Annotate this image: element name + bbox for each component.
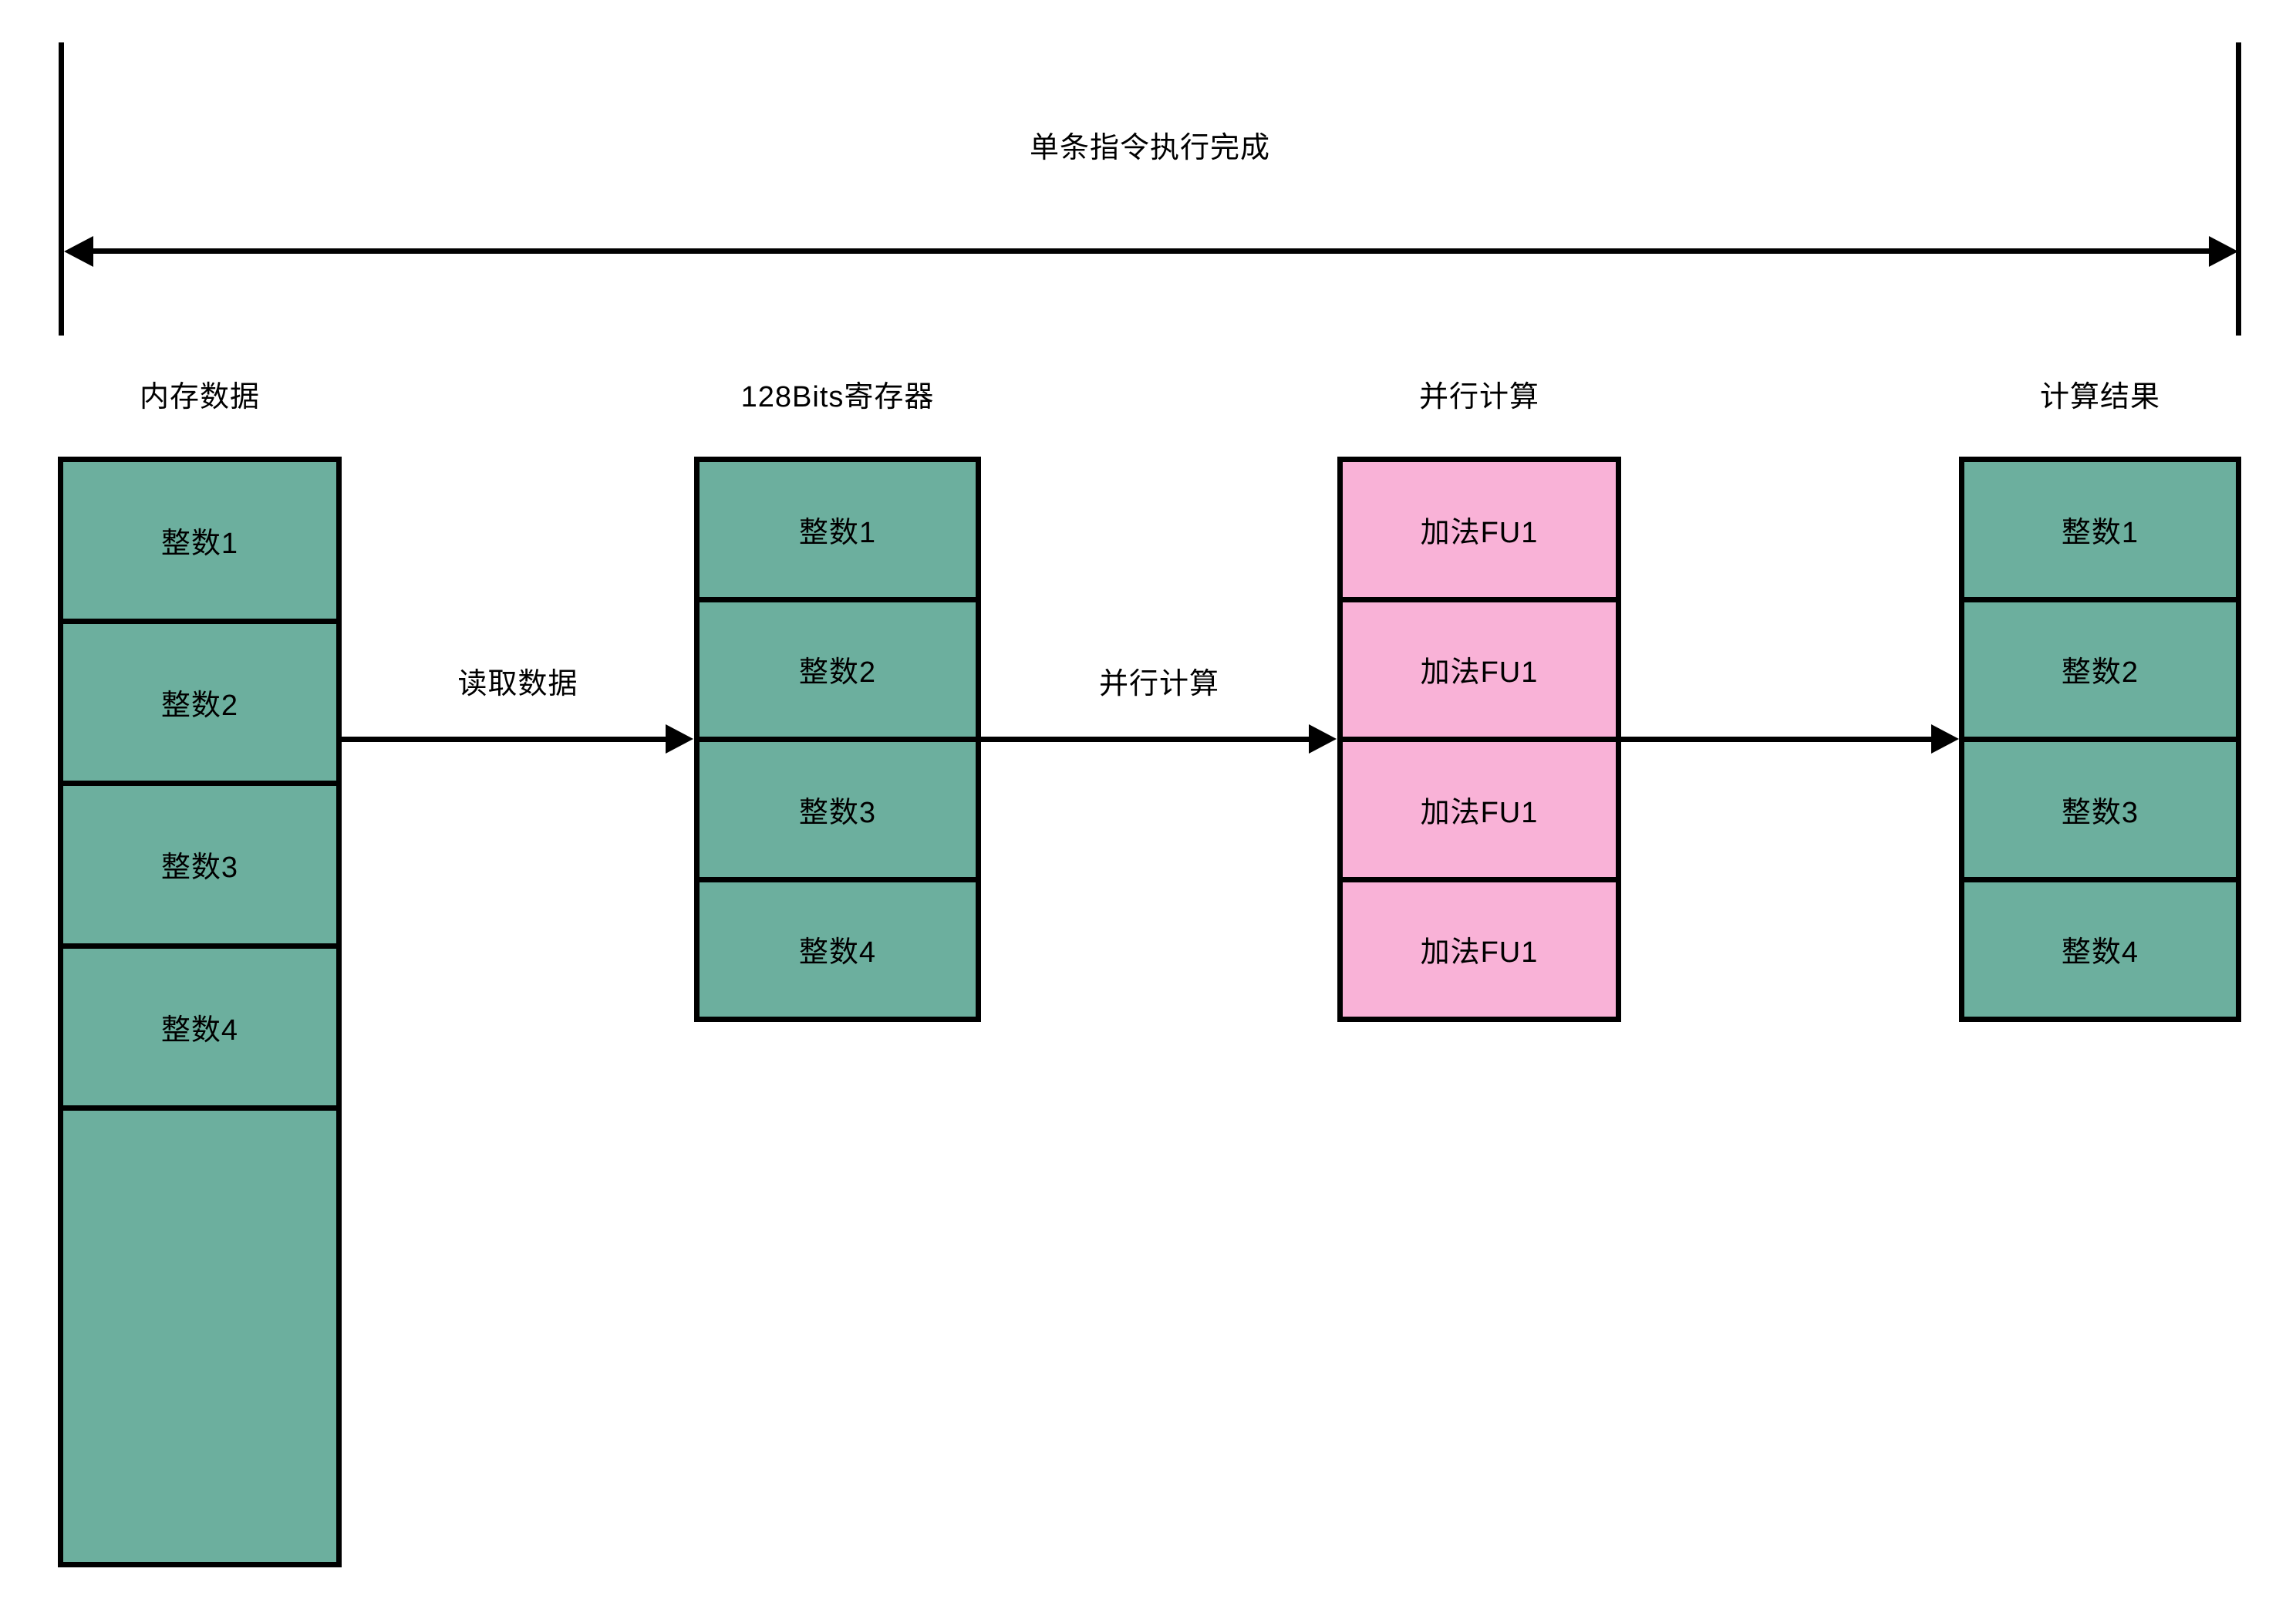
column-header-result: 计算结果 [2039, 381, 2160, 413]
stack-parallel-compute: 加法FU1 加法FU1 加法FU1 加法FU1 [1337, 457, 1621, 1022]
flow-arrow-2-line [981, 737, 1309, 742]
cell-memory-4: 整数4 [63, 948, 336, 1111]
stack-result: 整数1 整数2 整数3 整数4 [1959, 457, 2241, 1022]
cell-register-1: 整数1 [700, 462, 976, 602]
flow-arrow-2-label: 并行计算 [1098, 668, 1219, 700]
span-tick-left [59, 42, 64, 336]
cell-memory-2: 整数2 [63, 624, 336, 787]
flow-arrow-3-line [1621, 737, 1931, 742]
cell-fu-3: 加法FU1 [1343, 742, 1616, 882]
cell-memory-empty [63, 1110, 336, 1562]
span-tick-right [2236, 42, 2241, 336]
flow-arrow-2-head [1309, 724, 1337, 754]
span-arrow-right-head [2209, 236, 2238, 267]
column-header-memory: 内存数据 [139, 381, 260, 413]
cell-fu-4: 加法FU1 [1343, 882, 1616, 1017]
cell-result-1: 整数1 [1964, 462, 2236, 602]
stack-memory-data: 整数1 整数2 整数3 整数4 [58, 457, 342, 1567]
column-header-register: 128Bits寄存器 [740, 381, 935, 413]
flow-arrow-1-line [342, 737, 666, 742]
flow-arrow-1-head [666, 724, 693, 754]
cell-memory-3: 整数3 [63, 786, 336, 949]
cell-result-4: 整数4 [1964, 882, 2236, 1017]
cell-register-3: 整数3 [700, 742, 976, 882]
cell-register-4: 整数4 [700, 882, 976, 1017]
flow-arrow-1-label: 读取数据 [457, 668, 578, 700]
cell-register-2: 整数2 [700, 602, 976, 742]
cell-result-3: 整数3 [1964, 742, 2236, 882]
cell-fu-2: 加法FU1 [1343, 602, 1616, 742]
flow-arrow-3-head [1931, 724, 1959, 754]
stack-register: 整数1 整数2 整数3 整数4 [694, 457, 981, 1022]
column-header-parallel-compute: 并行计算 [1418, 381, 1539, 413]
cell-fu-1: 加法FU1 [1343, 462, 1616, 602]
span-line [85, 248, 2213, 254]
cell-result-2: 整数2 [1964, 602, 2236, 742]
cell-memory-1: 整数1 [63, 462, 336, 625]
diagram-title: 单条指令执行完成 [1029, 132, 1270, 164]
